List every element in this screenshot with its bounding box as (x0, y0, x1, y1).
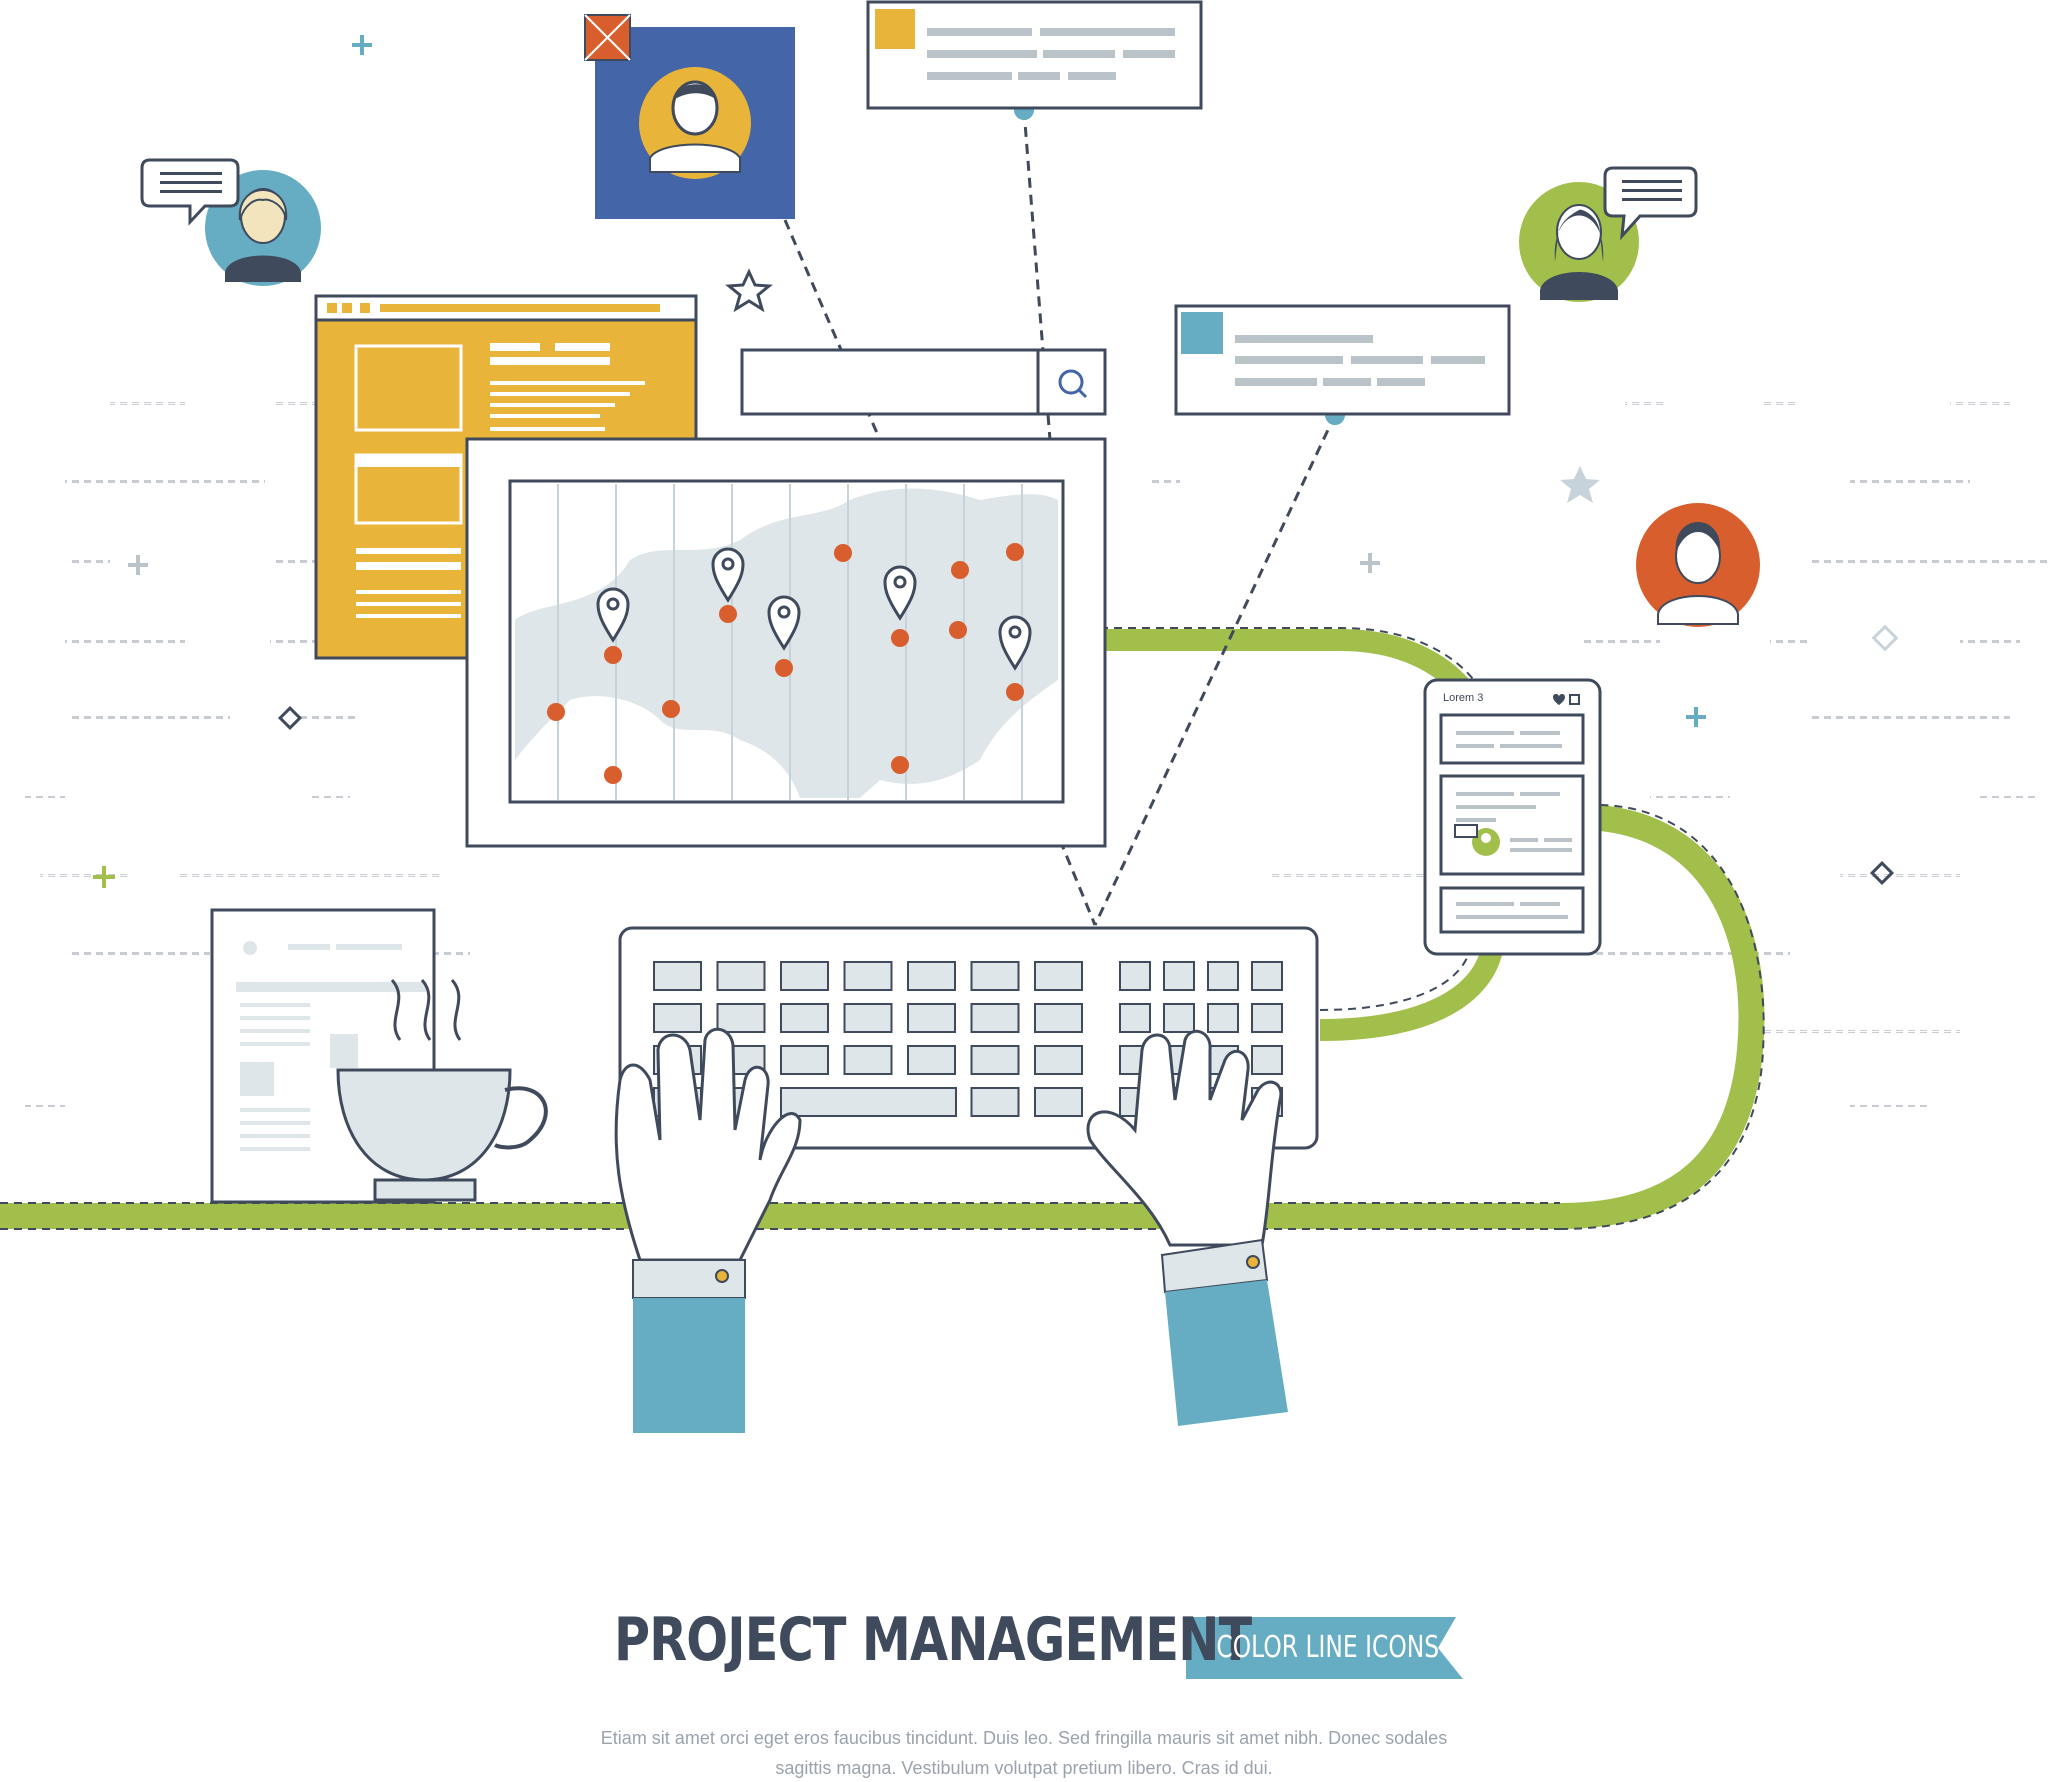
phone-card-label: Lorem 3 (1443, 692, 1484, 704)
description-line: Etiam sit amet orci eget eros faucibus t… (600, 1728, 1448, 1748)
plus-icon (352, 35, 372, 55)
note-card-top[interactable] (866, 0, 1203, 110)
keyboard-key[interactable] (1119, 1003, 1151, 1033)
plus-icon (128, 553, 1380, 575)
monitor-world-map[interactable] (465, 437, 1107, 848)
map-pin-icon (596, 547, 1032, 671)
chat-bubble-icon (1603, 166, 1698, 241)
keyboard-key[interactable] (1251, 1045, 1283, 1075)
search-bar[interactable] (740, 348, 1107, 416)
keyboard-key[interactable] (1034, 1045, 1083, 1075)
keyboard-key[interactable] (1251, 1003, 1283, 1033)
badge-ribbon (1186, 1617, 1463, 1679)
plus-icon (93, 866, 115, 888)
search-icon[interactable] (1058, 369, 1088, 399)
keyboard-key[interactable] (716, 1003, 766, 1033)
keyboard-key[interactable] (1034, 961, 1083, 991)
keyboard-key[interactable] (970, 1003, 1020, 1033)
keyboard-key[interactable] (907, 1045, 956, 1075)
keyboard-key[interactable] (970, 1045, 1020, 1075)
keyboard-key[interactable] (653, 961, 702, 991)
keyboard-key[interactable] (1119, 961, 1151, 991)
keyboard-key[interactable] (907, 961, 956, 991)
page-title: PROJECT MANAGEMENT (614, 1605, 1252, 1675)
keyboard-key[interactable] (1207, 961, 1239, 991)
map-location-dots (547, 543, 1024, 784)
star-icon (725, 268, 773, 313)
user-avatar-icon[interactable] (1636, 503, 1760, 627)
coffee-cup-icon (336, 978, 548, 1202)
keyboard-key[interactable] (780, 1045, 829, 1075)
diamond-icon (277, 705, 303, 731)
keyboard-key[interactable] (970, 961, 1020, 991)
right-hand (1086, 1029, 1288, 1426)
heart-icon[interactable] (1553, 694, 1565, 705)
left-hand (614, 1027, 802, 1433)
diamond-icon (1869, 860, 1895, 886)
note-card-right[interactable] (1174, 304, 1511, 416)
keyboard-key[interactable] (780, 1087, 957, 1117)
keyboard-key[interactable] (843, 1003, 893, 1033)
profile-card[interactable] (584, 14, 795, 219)
keyboard-key[interactable] (1251, 961, 1283, 991)
description: Etiam sit amet orci eget eros faucibus t… (560, 1723, 1488, 1782)
star-icon (1560, 466, 1600, 503)
description-line: sagittis magna. Vestibulum volutpat pret… (775, 1758, 1273, 1778)
diamond-icon (1871, 624, 1899, 652)
keyboard-key[interactable] (843, 1045, 893, 1075)
keyboard-key[interactable] (1034, 1003, 1083, 1033)
keyboard-key[interactable] (1163, 961, 1195, 991)
keyboard-key[interactable] (1163, 1003, 1195, 1033)
keyboard-key[interactable] (716, 961, 766, 991)
document-sheet[interactable] (210, 908, 436, 1204)
mobile-phone[interactable] (1423, 678, 1602, 956)
keyboard-key[interactable] (1034, 1087, 1083, 1117)
keyboard-key[interactable] (653, 1003, 702, 1033)
keyboard-key[interactable] (780, 961, 829, 991)
chat-bubble-icon (140, 158, 240, 226)
calendar-icon[interactable] (1569, 694, 1580, 705)
badge-label: COLOR LINE ICONS (1216, 1630, 1440, 1665)
keyboard-key[interactable] (970, 1087, 1020, 1117)
keyboard-key[interactable] (907, 1003, 956, 1033)
keyboard-key[interactable] (843, 961, 893, 991)
plus-icon (1686, 707, 1706, 727)
keyboard-key[interactable] (1207, 1003, 1239, 1033)
background-dash-lines (25, 402, 2048, 1108)
keyboard-key[interactable] (780, 1003, 829, 1033)
